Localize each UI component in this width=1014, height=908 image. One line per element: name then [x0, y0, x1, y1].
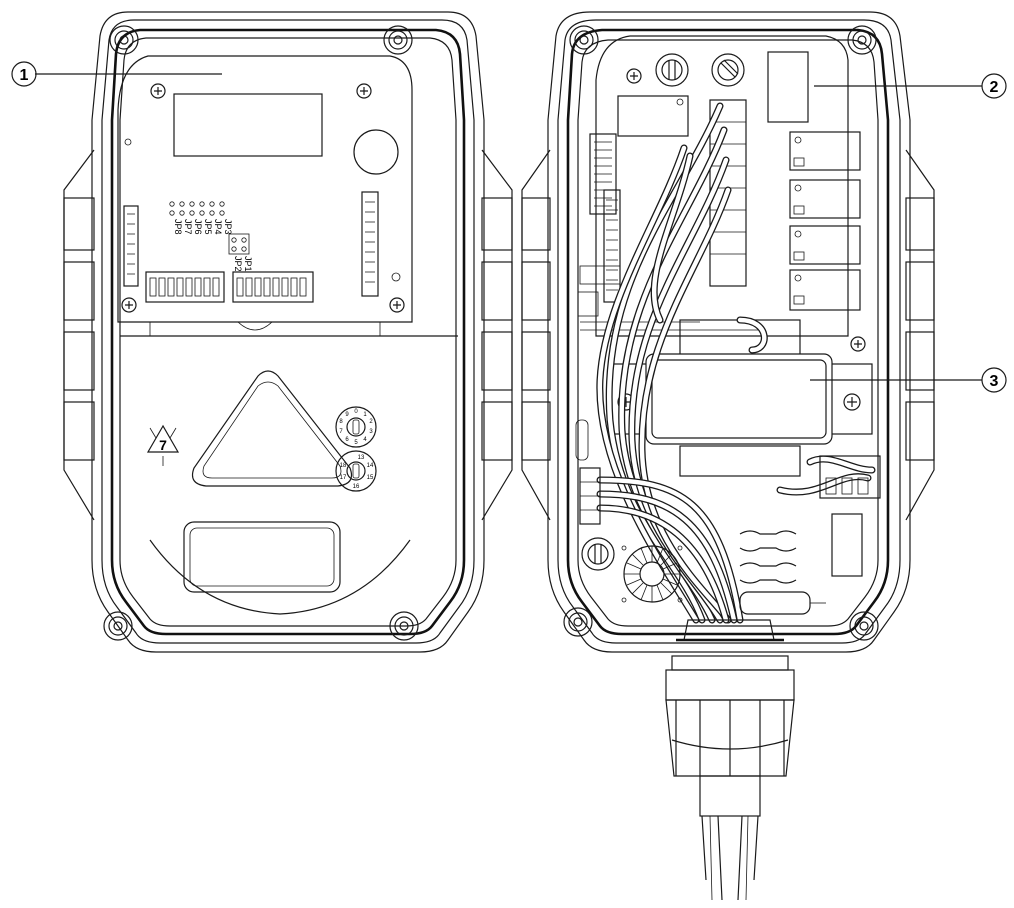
dial-digit: 14 — [367, 463, 374, 469]
dial-digit: 8 — [339, 419, 343, 425]
cable-gland — [665, 619, 795, 901]
dip-switch-block-left — [145, 271, 225, 303]
dip-switch-block-right — [232, 271, 314, 303]
buzzer — [353, 129, 399, 175]
wiring-bundle — [596, 102, 876, 624]
fuse-holder-icon — [655, 53, 689, 87]
right-terminal-block — [819, 455, 881, 499]
dial-digit: 18 — [340, 463, 347, 469]
base-unit — [521, 11, 935, 901]
board-screw-icon — [850, 336, 866, 352]
recycle-code: 7 — [159, 437, 167, 453]
jumper-label: JP7 — [183, 219, 193, 235]
jumper-block-jp3-jp8 — [169, 201, 225, 216]
relay-stack — [789, 131, 861, 311]
rotary-switch-b: 13 14 15 16 17 18 — [335, 450, 377, 492]
jumper-label: JP4 — [213, 219, 223, 235]
triangle-button — [191, 370, 353, 487]
dial-digit: 4 — [363, 437, 367, 443]
corner-screw-icon — [109, 25, 139, 55]
board-screw-icon — [150, 83, 166, 99]
ribbon-connector — [589, 133, 617, 215]
jumper-label: JP3 — [223, 219, 233, 235]
dial-digit: 9 — [345, 412, 349, 418]
callout-number: 2 — [990, 79, 999, 96]
base-circuit-board — [577, 35, 866, 352]
callout-number: 3 — [990, 373, 999, 390]
corner-screw-icon — [563, 607, 593, 637]
dial-digit: 16 — [353, 484, 360, 490]
front-cover-unit: JP3 JP4 JP5 JP6 JP7 JP8 JP1 JP2 7 — [63, 11, 513, 653]
jumper-block-jp1-jp2 — [228, 233, 250, 255]
left-pin-connector — [123, 205, 139, 287]
label-window — [183, 521, 341, 593]
corner-screw-icon — [849, 611, 879, 641]
corner-screw-icon — [383, 25, 413, 55]
jumper-label: JP1 — [243, 256, 253, 272]
jumper-label: JP6 — [193, 219, 203, 235]
resistor-group — [739, 530, 826, 615]
callout-number: 1 — [20, 67, 29, 84]
dial-digit: 1 — [363, 412, 367, 418]
jumper-labels-top-row: JP3 JP4 JP5 JP6 JP7 JP8 — [173, 219, 233, 235]
corner-screw-icon — [569, 25, 599, 55]
board-screw-icon — [843, 393, 861, 411]
toroid-coil — [621, 545, 683, 603]
jumper-label: JP5 — [203, 219, 213, 235]
dial-digit: 13 — [358, 455, 365, 461]
fuse-holder-icon — [581, 537, 615, 571]
board-screw-icon — [389, 297, 405, 313]
corner-screw-icon — [103, 611, 133, 641]
board-screw-icon — [356, 83, 372, 99]
board-screw-icon — [121, 297, 137, 313]
board-screw-icon — [626, 68, 642, 84]
dial-digit: 2 — [369, 419, 373, 425]
callout-1: 1 — [11, 61, 222, 87]
recycle-icon: 7 — [146, 424, 180, 466]
fuse-holder-icon — [711, 53, 745, 87]
dial-digit: 5 — [354, 440, 358, 446]
dial-digit: 3 — [369, 429, 373, 435]
rotary-switch-a: 0 1 2 3 4 5 6 7 8 9 — [335, 406, 377, 448]
jumper-label: JP8 — [173, 219, 183, 235]
corner-screw-icon — [847, 25, 877, 55]
right-pin-connector — [361, 191, 379, 297]
callout-3: 3 — [810, 367, 1007, 393]
dial-digit: 6 — [345, 437, 349, 443]
dial-digit: 7 — [339, 429, 343, 435]
dial-digit: 17 — [340, 475, 347, 481]
dial-digit: 0 — [354, 409, 358, 415]
dial-digit: 15 — [367, 475, 374, 481]
circuit-board — [117, 55, 413, 337]
callout-2: 2 — [814, 73, 1007, 99]
relay — [767, 51, 809, 123]
small-relay — [617, 95, 689, 137]
corner-screw-icon — [389, 611, 419, 641]
display-window — [173, 93, 323, 157]
jumper-labels-jp1-jp2: JP1 JP2 — [233, 256, 253, 272]
jumper-label: JP2 — [233, 256, 243, 272]
